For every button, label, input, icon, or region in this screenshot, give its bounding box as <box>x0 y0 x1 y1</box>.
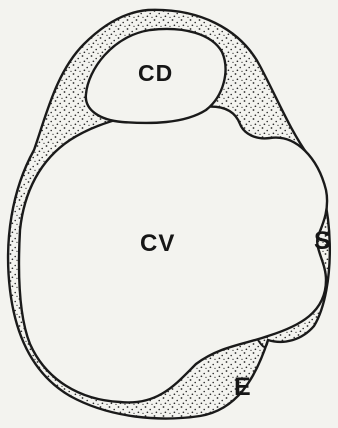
label-cd: CD <box>138 60 173 87</box>
label-e: E <box>234 373 252 402</box>
label-cv: CV <box>140 230 175 258</box>
label-s: S <box>314 227 332 256</box>
